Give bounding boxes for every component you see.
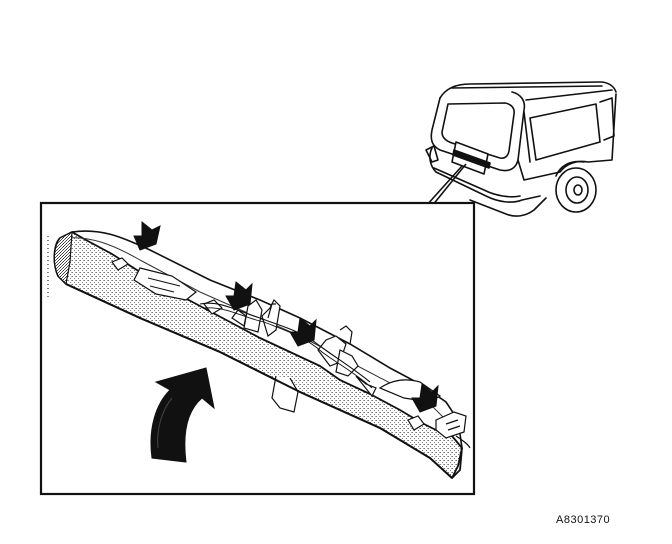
vehicle-rear-window xyxy=(441,102,515,159)
vehicle-roof xyxy=(439,81,617,99)
vehicle-rear-hatch xyxy=(430,91,526,172)
vehicle-illustration xyxy=(425,81,617,217)
callout-arrow-2 xyxy=(225,281,253,311)
callout-arrow-3 xyxy=(289,317,317,347)
callout-arrow-1 xyxy=(133,220,161,251)
rotation-arrow xyxy=(150,367,215,463)
figure-code: A8301370 xyxy=(556,514,611,526)
callout-leader xyxy=(425,163,467,207)
vehicle-trim-location xyxy=(452,149,491,169)
vehicle-rear-wheel xyxy=(555,167,597,213)
callout-arrow-4 xyxy=(411,383,439,413)
callout-arrows xyxy=(133,220,439,413)
vehicle-side-window xyxy=(529,103,601,161)
